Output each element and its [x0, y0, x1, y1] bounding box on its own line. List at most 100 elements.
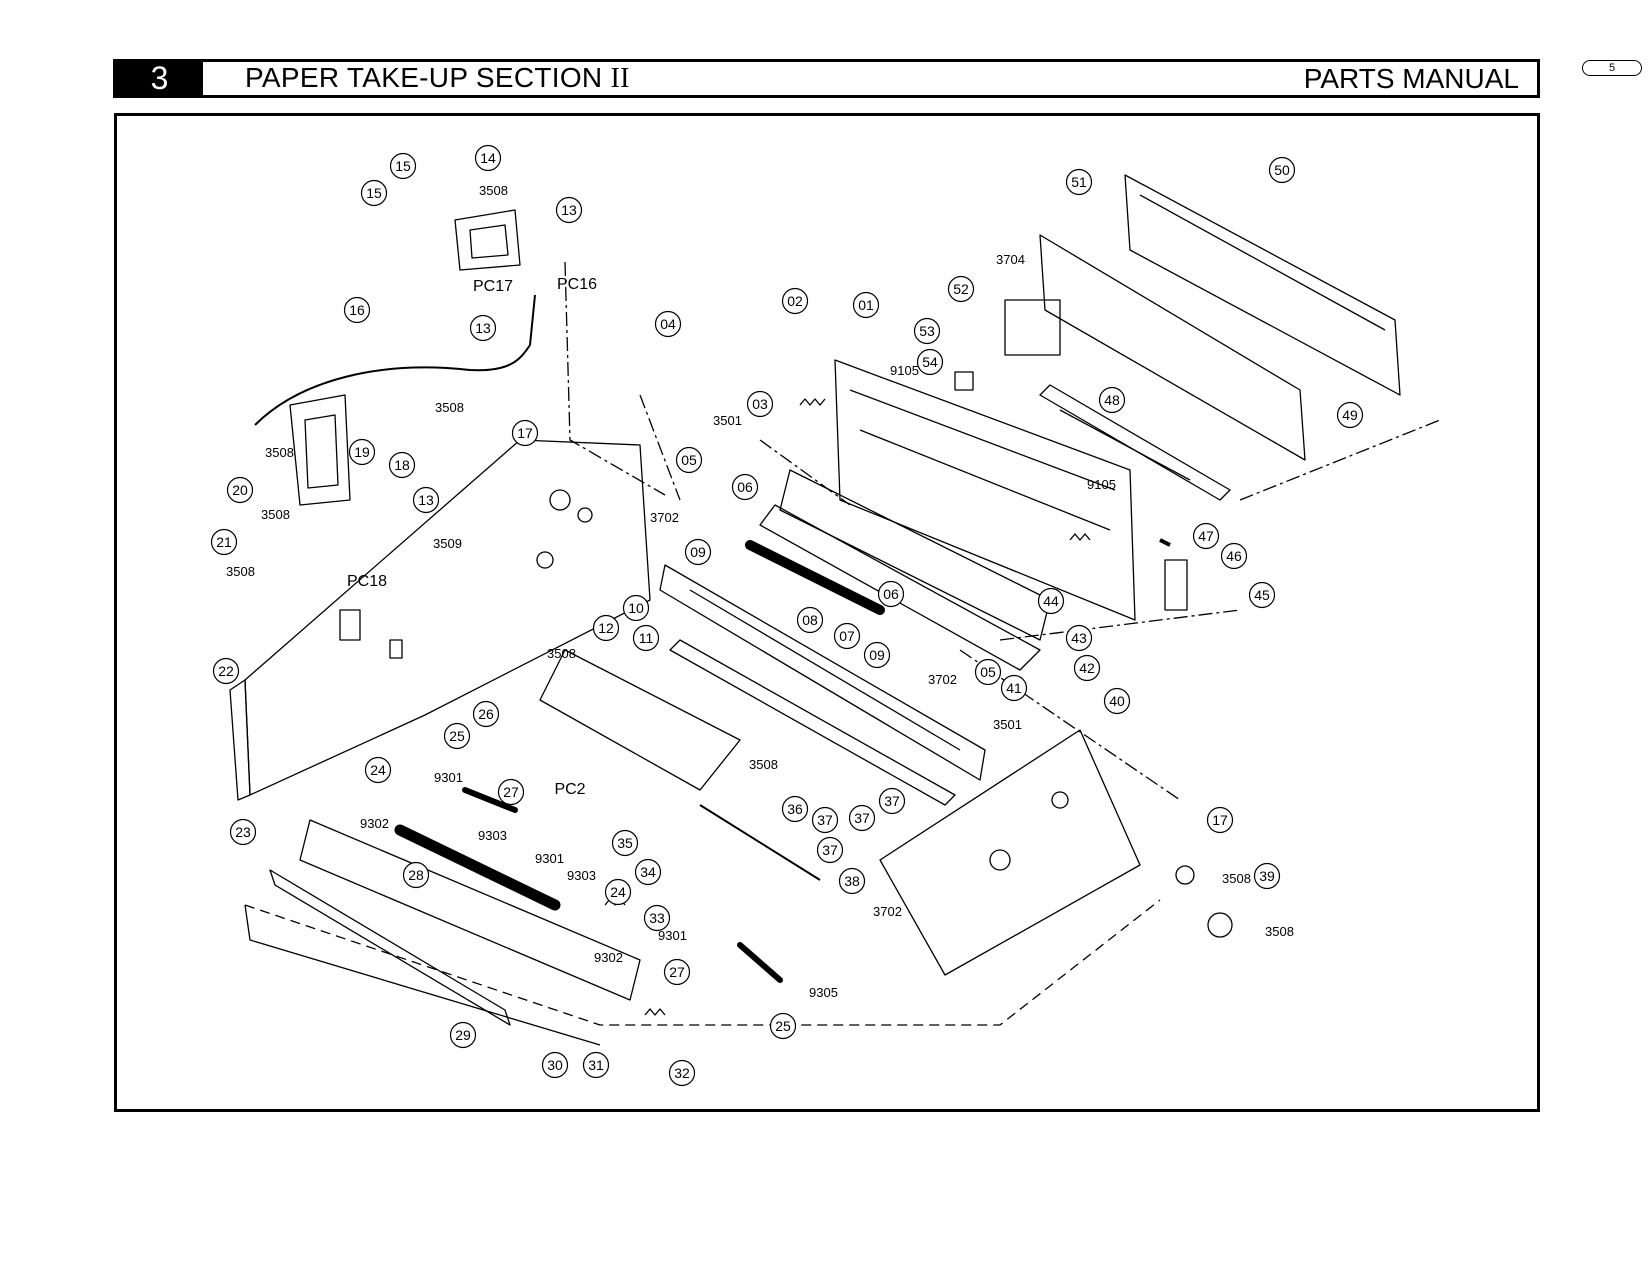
part-callout-28: 28 — [402, 861, 430, 889]
callout-circle — [555, 196, 583, 224]
part-callout-12: 12 — [592, 614, 620, 642]
part-callout-01: 01 — [852, 291, 880, 319]
callout-circle — [947, 275, 975, 303]
callout-circle — [632, 624, 660, 652]
callout-circle — [212, 657, 240, 685]
part-code-9305: 9305 — [809, 985, 838, 1000]
callout-label: 27 — [503, 784, 519, 800]
part-callout-54: 54 — [916, 348, 944, 376]
part-callout-06: 06 — [731, 473, 759, 501]
callout-circle — [781, 287, 809, 315]
part-callout-20: 20 — [226, 476, 254, 504]
part-callout-07: 07 — [833, 622, 861, 650]
callout-circle — [472, 700, 500, 728]
sensor-label-pc16: PC16 — [557, 276, 597, 293]
callout-label: 32 — [674, 1065, 690, 1081]
callout-label: 24 — [370, 762, 386, 778]
part-callout-14: 14 — [474, 144, 502, 172]
part-callout-33: 33 — [643, 904, 671, 932]
callout-label: 48 — [1104, 392, 1120, 408]
callout-circle — [848, 804, 876, 832]
callout-circle — [796, 606, 824, 634]
part-callout-51: 51 — [1065, 168, 1093, 196]
callout-label: 41 — [1006, 680, 1022, 696]
callout-circle — [1206, 806, 1234, 834]
callout-circle — [389, 152, 417, 180]
callout-label: 06 — [737, 479, 753, 495]
part-callout-38: 38 — [838, 867, 866, 895]
callout-label: 51 — [1071, 174, 1087, 190]
part-callout-16: 16 — [343, 296, 371, 324]
callout-circle — [541, 1051, 569, 1079]
callout-label: 05 — [681, 452, 697, 468]
callout-label: 07 — [839, 628, 855, 644]
part-callout-29: 29 — [449, 1021, 477, 1049]
sensor-label-pc2: PC2 — [554, 781, 585, 798]
callout-circle — [684, 538, 712, 566]
part-callout-47: 47 — [1192, 522, 1220, 550]
callout-label: 28 — [408, 867, 424, 883]
part-code-3508: 3508 — [1265, 924, 1294, 939]
part-code-3508: 3508 — [265, 445, 294, 460]
callout-circle — [443, 722, 471, 750]
callout-label: 21 — [216, 534, 232, 550]
callout-label: 53 — [919, 323, 935, 339]
callout-circle — [1220, 542, 1248, 570]
callout-label: 33 — [649, 910, 665, 926]
callout-circle — [781, 795, 809, 823]
part-code-3704: 3704 — [996, 252, 1025, 267]
callout-circle — [1336, 401, 1364, 429]
callout-circle — [343, 296, 371, 324]
part-callout-30: 30 — [541, 1051, 569, 1079]
callout-circle — [811, 806, 839, 834]
callout-circle — [511, 419, 539, 447]
part-code-9302: 9302 — [594, 950, 623, 965]
part-codes-layer: 3508350835083508350835093501370291059105… — [226, 183, 1294, 1000]
part-callout-24: 24 — [364, 756, 392, 784]
part-code-9303: 9303 — [478, 828, 507, 843]
callout-circle — [449, 1021, 477, 1049]
callout-circle — [388, 451, 416, 479]
part-code-3509: 3509 — [433, 536, 462, 551]
callout-label: 04 — [660, 316, 676, 332]
callout-label: 25 — [775, 1018, 791, 1034]
callout-label: 30 — [547, 1057, 563, 1073]
callout-circle — [592, 614, 620, 642]
part-callout-10: 10 — [622, 594, 650, 622]
callout-label: 47 — [1198, 528, 1214, 544]
callout-circle — [1065, 168, 1093, 196]
section-title: PAPER TAKE-UP SECTION II — [203, 62, 1304, 95]
callout-circle — [746, 390, 774, 418]
callout-circle — [1248, 581, 1276, 609]
part-callout-34: 34 — [634, 858, 662, 886]
part-callout-48: 48 — [1098, 386, 1126, 414]
callout-label: 03 — [752, 396, 768, 412]
callout-circle — [604, 878, 632, 906]
part-callout-50: 50 — [1268, 156, 1296, 184]
part-callout-26: 26 — [472, 700, 500, 728]
part-callout-11: 11 — [632, 624, 660, 652]
part-callout-37: 37 — [878, 787, 906, 815]
callout-label: 15 — [366, 185, 382, 201]
callout-label: 27 — [669, 964, 685, 980]
part-callout-37: 37 — [816, 836, 844, 864]
part-callout-49: 49 — [1336, 401, 1364, 429]
callout-circle — [1065, 624, 1093, 652]
part-callout-37: 37 — [848, 804, 876, 832]
callout-circle — [412, 486, 440, 514]
part-callout-18: 18 — [388, 451, 416, 479]
callout-circle — [497, 778, 525, 806]
callout-label: 37 — [884, 793, 900, 809]
part-callout-22: 22 — [212, 657, 240, 685]
part-code-3508: 3508 — [226, 564, 255, 579]
part-code-3702: 3702 — [650, 510, 679, 525]
callout-circle — [402, 861, 430, 889]
part-callout-46: 46 — [1220, 542, 1248, 570]
part-callout-09: 09 — [863, 641, 891, 669]
callout-label: 14 — [480, 150, 496, 166]
part-code-9302: 9302 — [360, 816, 389, 831]
callout-circle — [1253, 862, 1281, 890]
part-callout-08: 08 — [796, 606, 824, 634]
callout-label: 38 — [844, 873, 860, 889]
part-callout-15: 15 — [360, 179, 388, 207]
